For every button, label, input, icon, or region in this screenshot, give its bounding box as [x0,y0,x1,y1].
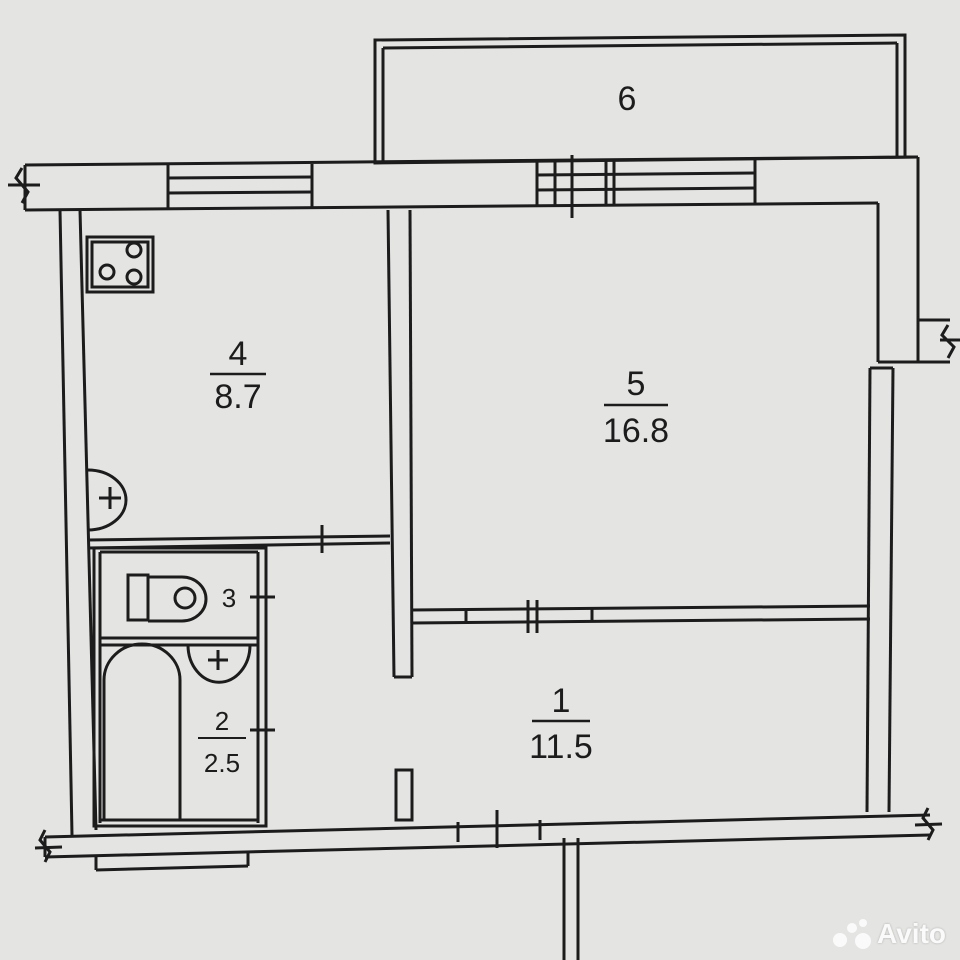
room-number: 3 [222,583,236,613]
room-number: 6 [618,80,637,118]
partition-kitchen-outer [386,209,396,678]
stove-icon [85,235,155,294]
room-area: 8.7 [214,378,261,416]
avito-logo-icon [833,919,872,949]
room-label-1: 1 11.5 [529,682,593,766]
avito-watermark: Avito [833,918,946,950]
balcony-inner-rail [382,41,898,50]
room-number: 1 [552,682,571,720]
room-label-4: 4 8.7 [210,335,266,416]
toilet-icon [126,573,208,623]
room-area: 2.5 [204,748,240,778]
room-number: 5 [627,365,646,403]
balcony-door [553,155,574,218]
room-label-3: 3 [222,583,236,613]
room-number: 2 [215,706,229,736]
break-marker-right [940,324,960,359]
top-wall-outer [24,155,919,167]
avito-watermark-text: Avito [877,918,946,949]
room-number: 4 [229,335,248,373]
room-label-5: 5 16.8 [603,365,669,450]
right-wall-lower-inner [865,367,872,813]
partition-5-1-bottom [411,617,871,625]
break-marker-top-left [8,167,40,204]
break-marker-bottom-right [914,807,943,841]
top-wall-inner [24,201,879,212]
room-area: 16.8 [603,412,669,450]
partition-kitchen-inner [408,209,414,678]
room-label-2: 2 2.5 [198,706,246,778]
entry-stub-wall [394,768,414,822]
right-wall-lower-outer [887,367,895,813]
partition-5-1-top [411,604,871,612]
window-kitchen [166,164,314,208]
bathroom-sink-icon [186,644,252,684]
bottom-wall-outer [44,813,931,839]
bottom-step [95,864,249,872]
window-room-5 [535,159,757,205]
bottom-wall-inner [44,833,931,859]
left-wall-outer [58,209,74,836]
break-marker-bottom-left [34,829,63,863]
kitchen-sink-icon [87,468,128,532]
balcony-outline [373,33,919,165]
room-label-6: 6 [618,80,637,118]
bathroom-block [92,546,268,828]
bathtub-icon [102,642,182,820]
kitchen-bottom-wall-top [87,534,391,542]
room-area: 11.5 [529,728,593,766]
